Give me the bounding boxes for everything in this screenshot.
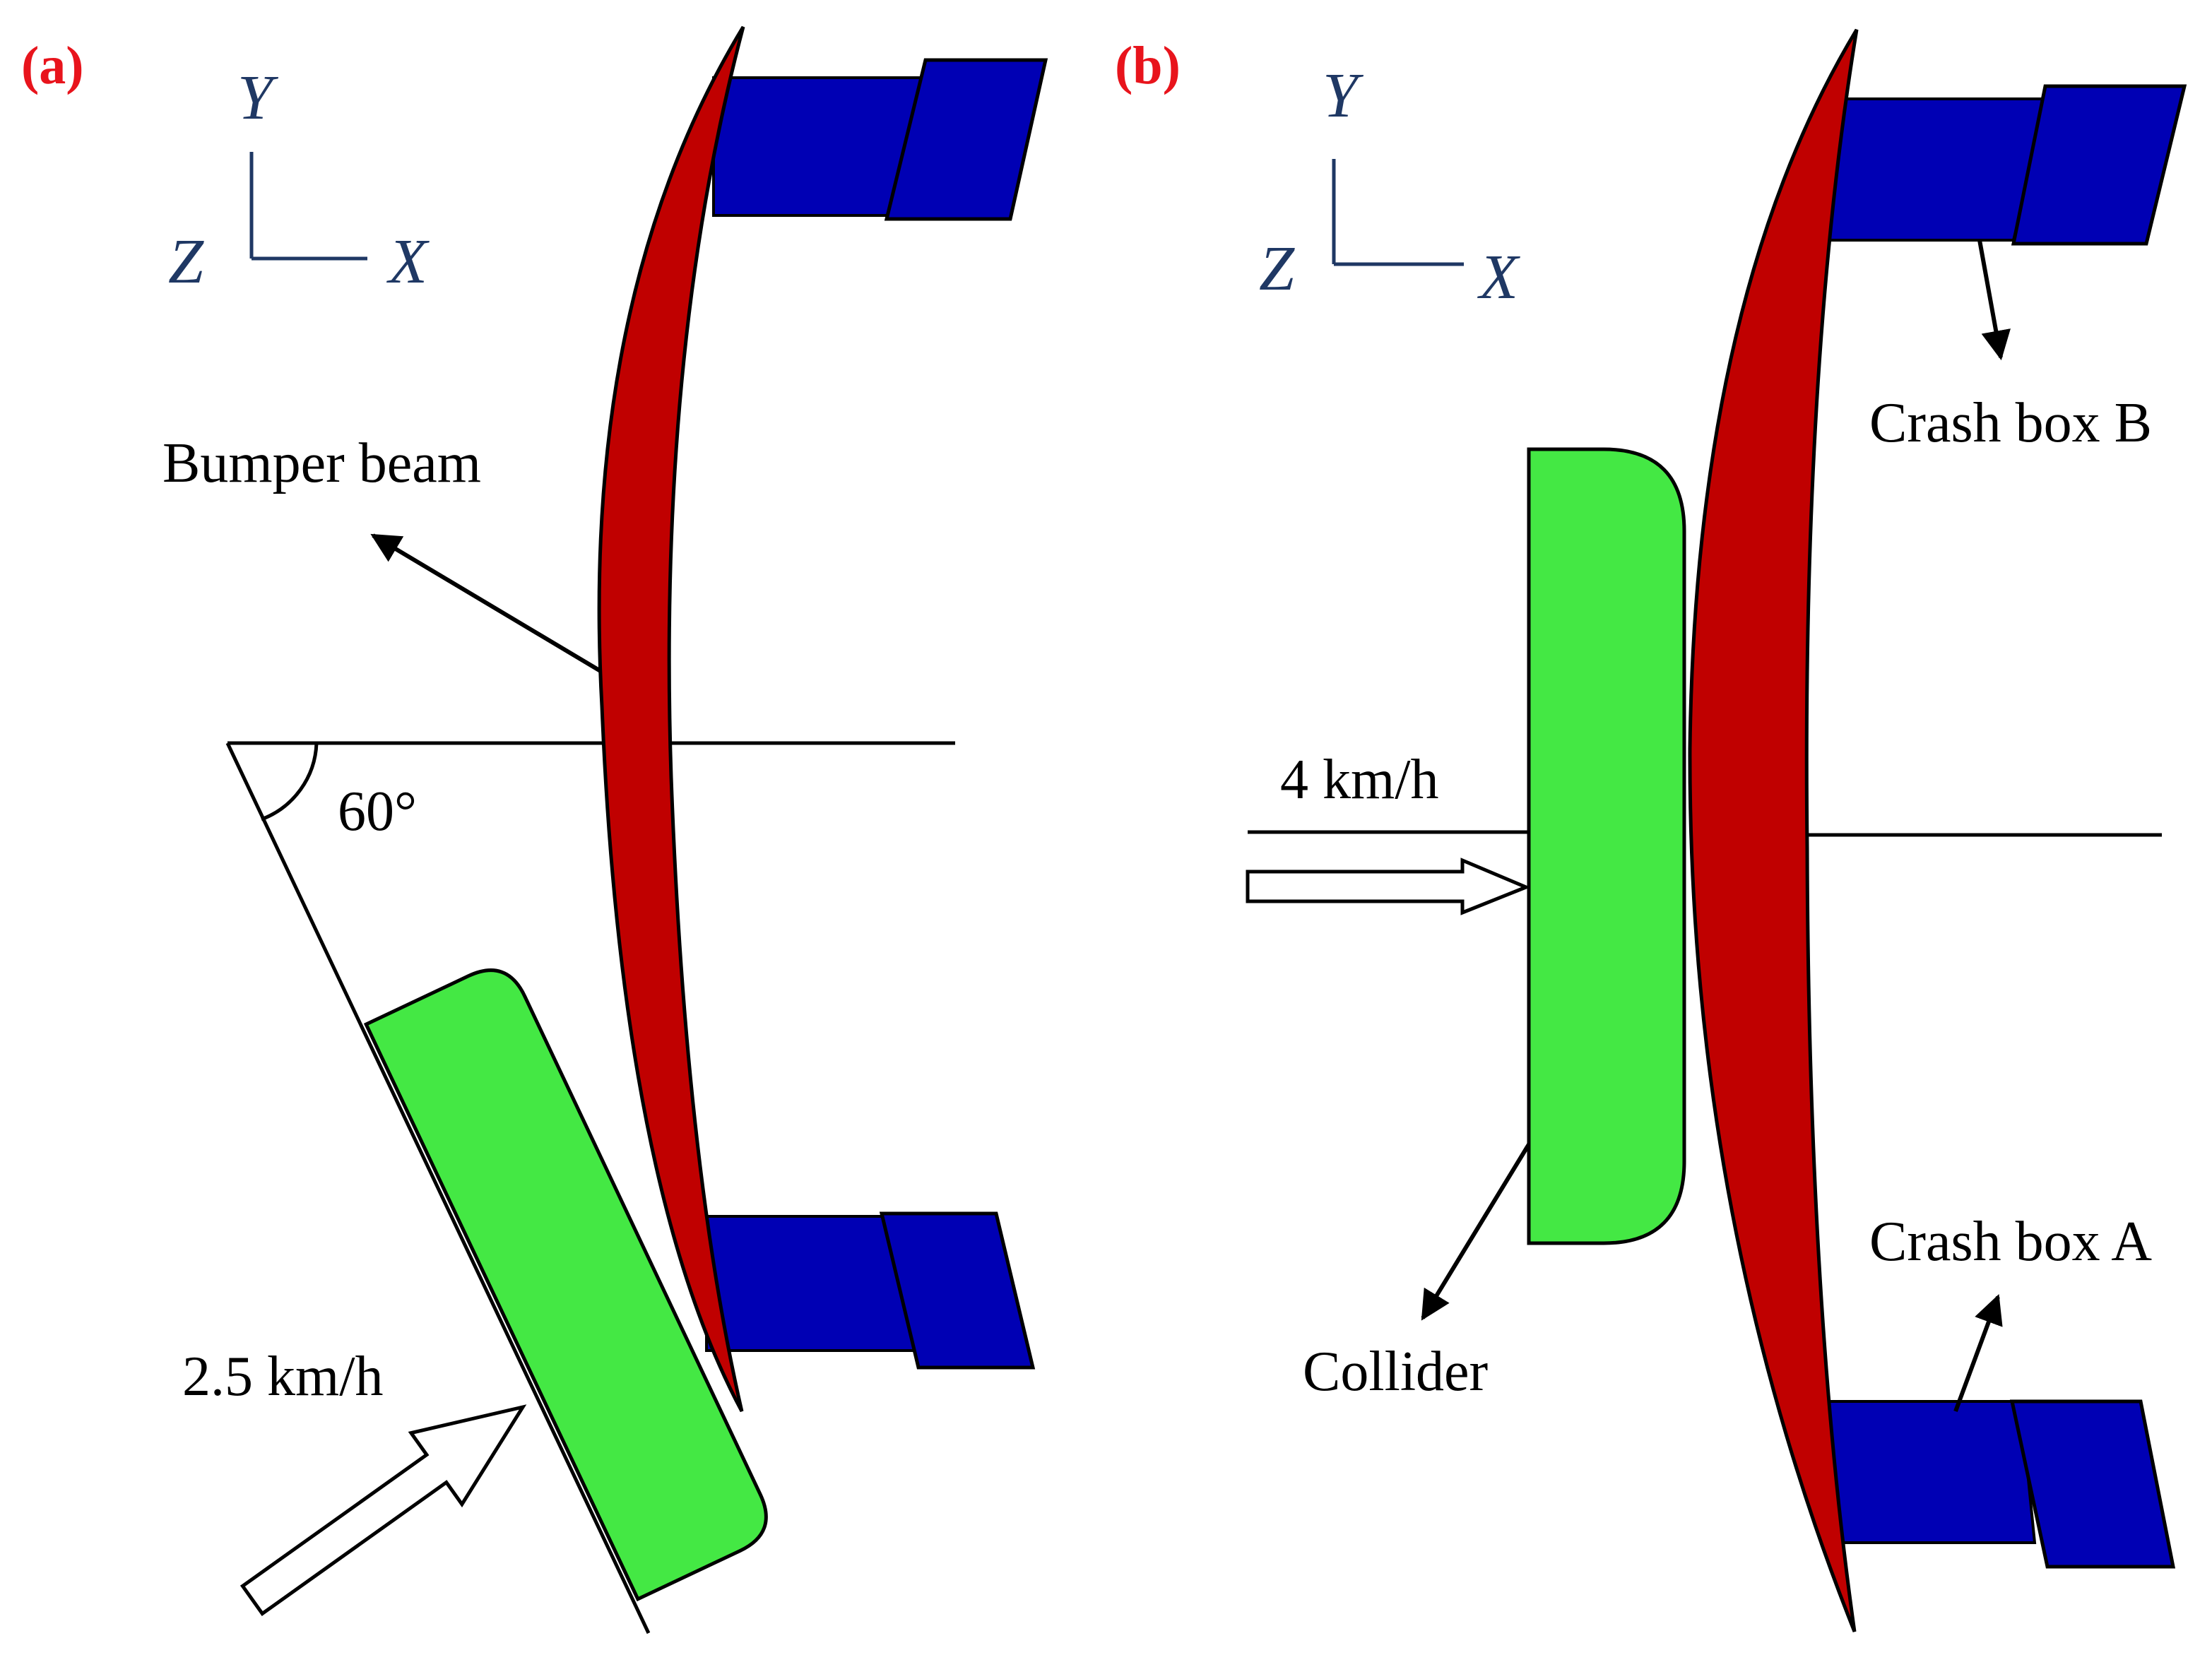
panel-b-collider-leader [1421,1143,1531,1321]
panel-a-axis-y-label: Y [237,63,279,133]
panel-a-velocity-arrow [239,1404,527,1616]
panel-b-collider-label: Collider [1303,1341,1488,1403]
panel-a-crash-box-top [712,58,1048,221]
panel-a-bumper-beam [597,25,745,1413]
panel-b-axis-y-label: Y [1323,61,1364,131]
panel-a-axes: Y Z X [168,63,430,297]
panel-a-axis-z-label: Z [168,227,204,297]
panel-b-collider [1527,447,1686,1245]
panel-a-axis-x-label: X [386,227,430,297]
panel-a-collider [363,968,768,1602]
panel-b-crash-box-b-label: Crash box B [1869,392,2152,454]
panel-b-crash-box-top [1828,84,2187,246]
panel-b-axis-z-label: Z [1259,234,1295,304]
panel-b-velocity-label: 4 km/h [1280,749,1438,811]
panel-b-crash-box-b-leader [1977,239,2011,361]
panel-a-label: (a) [21,36,84,95]
panel-a-velocity-label: 2.5 km/h [182,1346,383,1408]
panel-a-inclined-line [225,742,651,1635]
panel-b-axis-x-label: X [1477,242,1520,312]
panel-b-crash-box-a-leader [1953,1294,2003,1413]
panel-b-axes: Y Z X [1259,61,1520,312]
panel-a-bumper-beam-leader [370,533,602,673]
panel-a-angle-label: 60° [338,781,417,843]
panel-b-label: (b) [1115,36,1181,95]
panel-b-crash-box-bottom [1821,1399,2176,1569]
panel-a-crash-box-bottom [705,1211,1036,1370]
panel-a: (a) Y Z X 60° Bumper beam [21,25,1048,1635]
panel-a-bumper-beam-label: Bumper beam [162,432,481,494]
panel-b-velocity-arrow [1246,858,1531,915]
panel-a-angle-arc [261,742,319,821]
panel-b-crash-box-a-label: Crash box A [1869,1211,2152,1273]
panel-b-bumper-beam [1688,28,1859,1632]
panel-b: (b) Y Z X 4 km/h Crash box B [1115,28,2187,1632]
